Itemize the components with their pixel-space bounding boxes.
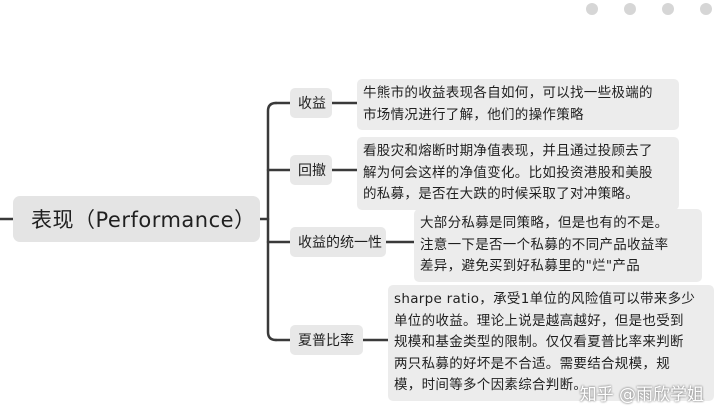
branch-node-return-consistency[interactable]: 收益的统一性 [290,227,386,257]
branch-node-label: 收益的统一性 [298,235,382,251]
watermark: 知乎 @雨欣学姐 [579,385,704,405]
connector-trunk-vertical [266,101,278,342]
leaf-text-line: 注意一下是否一个私募的不同产品收益率 [420,236,669,253]
leaf-text-line: 差异，避免买到好私募里的"烂"产品 [420,258,641,274]
leaf-text-line: 规模和基金类型的限制。仅仅看夏普比率来判断 [394,334,684,350]
leaf-text-line: 市场情况进行了解，他们的操作策略 [363,106,584,123]
branch-node-returns[interactable]: 收益 [290,88,332,118]
leaf-text-line: 两只私募的好坏是不合适。需要结合规模，规 [394,355,670,372]
leaf-node-drawdown-detail[interactable]: 看股灾和熔断时期净值表现，并且通过投顾去了 解为何会这样的净值变化。比如投资港股… [357,137,679,210]
toolbar-button-icon[interactable] [586,3,598,15]
leaf-text-line: 单位的收益。理论上说是越高越好，但是也受到 [394,312,684,329]
root-node-label: 表现（Performance） [31,208,256,232]
leaf-node-returns-detail[interactable]: 牛熊市的收益表现各自如何，可以找一些极端的 市场情况进行了解，他们的操作策略 [357,79,679,130]
branch-node-label: 夏普比率 [298,333,354,349]
toolbar-button-icon[interactable] [700,3,712,15]
leaf-node-consistency-detail[interactable]: 大部分私募是同策略，但是也有的不是。 注意一下是否一个私募的不同产品收益率 差异… [414,209,702,282]
branch-node-label: 回撤 [298,163,326,179]
leaf-node-sharpe-detail[interactable]: sharpe ratio，承受1单位的风险值可以带来多少 单位的收益。理论上说是… [388,285,714,401]
branch-node-sharpe-ratio[interactable]: 夏普比率 [290,325,363,355]
leaf-text-line: 看股灾和熔断时期净值表现，并且通过投顾去了 [363,143,653,159]
leaf-text-line: 大部分私募是同策略，但是也有的不是。 [420,215,669,231]
toolbar-button-icon[interactable] [662,3,674,15]
leaf-text-line: 解为何会这样的净值变化。比如投资港股和美股 [363,164,653,181]
leaf-text-line: 的私募，是否在大跌的时候采取了对冲策略。 [363,186,639,202]
toolbar-button-icon[interactable] [624,3,636,15]
branch-node-drawdown[interactable]: 回撤 [290,155,332,185]
leaf-text-line: 牛熊市的收益表现各自如何，可以找一些极端的 [363,85,653,101]
root-node[interactable]: 表现（Performance） [13,196,260,242]
leaf-text-line: sharpe ratio，承受1单位的风险值可以带来多少 [394,291,696,307]
leaf-text-line: 模，时间等多个因素综合判断。 [394,377,588,393]
branch-node-label: 收益 [298,96,326,112]
